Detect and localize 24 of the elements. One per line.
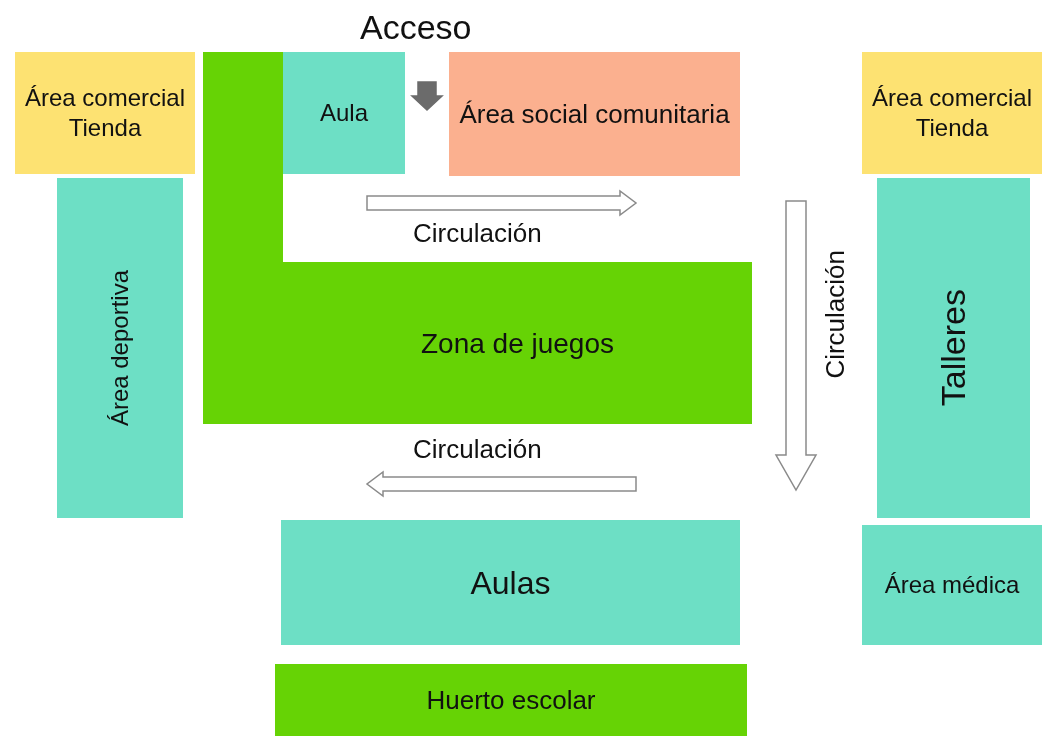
- area-label: Área médica: [884, 570, 1020, 600]
- area-label: Huerto escolar: [426, 683, 596, 717]
- circulation-label: Circulación: [413, 434, 542, 465]
- commercial-area: [15, 52, 195, 174]
- sports-area: [57, 178, 183, 518]
- playground-area: [203, 52, 752, 424]
- garden-area: [275, 664, 747, 736]
- area-label: Área comercial Tienda: [870, 83, 1034, 143]
- classrooms-area: [281, 520, 740, 645]
- classroom-area: [283, 52, 405, 174]
- medical-area: [862, 525, 1042, 645]
- circulation-label: Circulación: [413, 218, 542, 249]
- circulation-label: Circulación: [820, 250, 851, 379]
- community-area: [449, 52, 740, 176]
- area-label: Área social comunitaria: [459, 97, 730, 131]
- area-label: Aulas: [470, 563, 551, 603]
- area-label: Zona de juegos: [420, 326, 614, 361]
- commercial-area: [862, 52, 1042, 174]
- area-label: Área deportiva: [105, 269, 134, 427]
- area-label: Área comercial Tienda: [23, 83, 187, 143]
- area-label: Talleres: [933, 289, 974, 407]
- area-label: Aula: [319, 98, 368, 128]
- workshops-area: [877, 178, 1030, 518]
- entrance-label: Acceso: [360, 8, 472, 47]
